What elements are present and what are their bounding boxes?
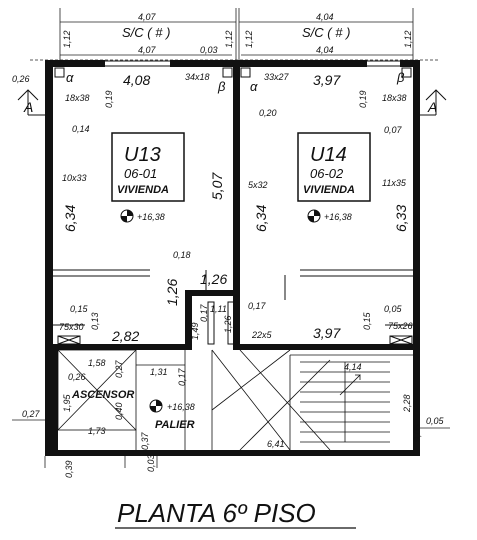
unit-left-d019: 0,19 bbox=[104, 90, 114, 108]
unit-left-width-top: 4,08 bbox=[123, 72, 150, 88]
unit-right-bottom-width: 3,97 bbox=[313, 325, 341, 341]
interior-lines bbox=[53, 67, 413, 345]
core-d017a: 0,17 bbox=[177, 367, 187, 386]
core-d005a: 0,05 bbox=[412, 423, 422, 442]
dim-right-inner: 4,04 bbox=[316, 45, 334, 55]
core-d414: 4,14 bbox=[344, 362, 362, 372]
core-d017b: 0,17 bbox=[199, 303, 209, 322]
symbol-alpha-right: α bbox=[250, 79, 258, 94]
dim-left-sc: S/C ( # ) bbox=[122, 25, 170, 40]
dim-left-total: 4,07 bbox=[138, 12, 157, 22]
unit-left-d126a: 1,26 bbox=[200, 271, 227, 287]
landing-label: PALIER bbox=[155, 419, 195, 431]
dim-v112c: 1,12 bbox=[244, 30, 254, 48]
unit-left-height: 6,34 bbox=[62, 205, 78, 232]
core-d111: 1,11 bbox=[210, 304, 227, 314]
unit-right-d005: 0,05 bbox=[384, 304, 403, 314]
section-marker-left bbox=[17, 89, 46, 116]
unit-right-d020: 0,20 bbox=[259, 108, 277, 118]
core-d027b: 0,27 bbox=[22, 409, 41, 419]
unit-left-label-box bbox=[111, 132, 185, 202]
elevator-label: ASCENSOR bbox=[71, 389, 134, 401]
symbol-alpha-left: α bbox=[66, 70, 74, 85]
unit-left-col-left: 18x38 bbox=[65, 93, 90, 103]
unit-right-d017: 0,17 bbox=[248, 301, 267, 311]
core-d037: 0,37 bbox=[140, 431, 150, 450]
unit-right-d007: 0,07 bbox=[384, 125, 403, 135]
core-d005b: 0,05 bbox=[426, 416, 445, 426]
bottom-dimension-lines bbox=[12, 419, 450, 468]
drawing-title: PLANTA 6º PISO bbox=[117, 498, 316, 528]
unit-right-height-right: 6,33 bbox=[393, 205, 409, 232]
unit-left-level: +16,38 bbox=[137, 212, 165, 222]
top-dimension-lines bbox=[30, 8, 440, 61]
level-marker-right bbox=[307, 209, 321, 223]
unit-right-level: +16,38 bbox=[324, 212, 352, 222]
level-marker-core bbox=[149, 399, 163, 413]
core-d641: 6,41 bbox=[267, 439, 285, 449]
symbol-beta-left: β bbox=[217, 79, 226, 94]
unit-right-col-bottom: 75x26 bbox=[388, 321, 413, 331]
unit-left-d014: 0,14 bbox=[72, 124, 90, 134]
unit-right-height-left: 6,34 bbox=[253, 205, 269, 232]
unit-right-number: 06-02 bbox=[310, 166, 344, 181]
unit-right-d019: 0,19 bbox=[358, 90, 368, 108]
core-d228: 2,28 bbox=[402, 394, 412, 413]
dim-v112d: 1,12 bbox=[403, 30, 413, 48]
core-area bbox=[57, 349, 413, 451]
windows-top bbox=[105, 60, 400, 67]
core-d195: 1,95 bbox=[62, 393, 72, 412]
dim-v112b: 1,12 bbox=[224, 30, 234, 48]
unit-left-col-top: 34x18 bbox=[185, 72, 210, 82]
core-d126: 1,26 bbox=[223, 315, 233, 333]
core-d003: 0,03 bbox=[146, 454, 156, 472]
unit-right-col-mid-right: 11x35 bbox=[382, 178, 407, 188]
unit-left-code: U13 bbox=[124, 144, 161, 166]
unit-left-d018: 0,18 bbox=[173, 250, 191, 260]
unit-right-code: U14 bbox=[310, 144, 347, 166]
core-d173: 1,73 bbox=[88, 426, 106, 436]
dim-right-total: 4,04 bbox=[316, 12, 334, 22]
unit-right-type: VIVIENDA bbox=[303, 184, 355, 196]
dim-right-sc: S/C ( # ) bbox=[302, 25, 350, 40]
stair-treads bbox=[300, 361, 390, 443]
unit-right-d015: 0,15 bbox=[362, 311, 372, 330]
core-level: +16,38 bbox=[167, 402, 195, 412]
core-d131: 1,31 bbox=[150, 367, 168, 377]
unit-right-col-right: 18x38 bbox=[382, 93, 407, 103]
section-marker-right-label: A bbox=[427, 99, 437, 115]
core-d027a: 0,27 bbox=[114, 359, 124, 378]
unit-right-label-box bbox=[297, 132, 371, 202]
unit-left-inner-height: 5,07 bbox=[209, 172, 225, 200]
unit-left-d013: 0,13 bbox=[90, 312, 100, 330]
unit-right-col-mid-left: 5x32 bbox=[248, 180, 268, 190]
unit-left-d126b: 1,26 bbox=[164, 279, 180, 306]
core-d040: 0,40 bbox=[114, 402, 124, 420]
dim-gap: 0,03 bbox=[200, 45, 218, 55]
unit-right-col-small: 22x5 bbox=[251, 330, 273, 340]
unit-right-width-top: 3,97 bbox=[313, 72, 341, 88]
core-d158: 1,58 bbox=[88, 358, 106, 368]
unit-left-bottom-width: 2,82 bbox=[111, 328, 139, 344]
unit-left-col-bottom: 75x30 bbox=[59, 322, 84, 332]
unit-left-d026: 0,26 bbox=[12, 74, 30, 84]
unit-right-col-top: 33x27 bbox=[264, 72, 290, 82]
dim-v112a: 1,12 bbox=[62, 30, 72, 48]
core-d149: 1,49 bbox=[190, 322, 200, 340]
unit-left-type: VIVIENDA bbox=[117, 184, 169, 196]
unit-left-d015: 0,15 bbox=[70, 304, 89, 314]
core-d026: 0,26 bbox=[68, 372, 86, 382]
unit-left-number: 06-01 bbox=[124, 166, 157, 181]
walls bbox=[45, 60, 420, 456]
unit-left-col-mid: 10x33 bbox=[62, 173, 87, 183]
section-marker-right bbox=[418, 89, 447, 116]
core-d039: 0,39 bbox=[64, 460, 74, 478]
level-marker-left bbox=[120, 209, 134, 223]
dim-left-inner: 4,07 bbox=[138, 45, 157, 55]
section-marker-left-label: A bbox=[23, 99, 33, 115]
symbol-beta-right: β bbox=[396, 70, 405, 85]
